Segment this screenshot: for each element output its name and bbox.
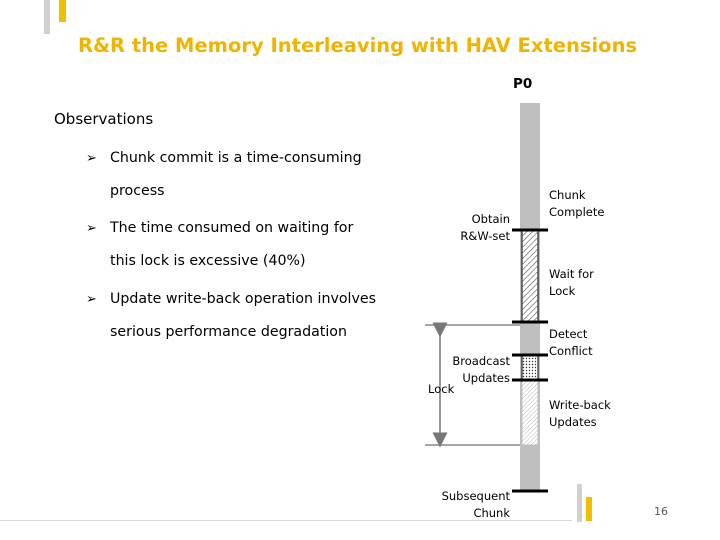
broadcast-updates-label: Broadcast Updates <box>440 353 510 387</box>
processor-p0-label: P0 <box>513 76 533 92</box>
observations-heading: Observations <box>54 110 154 128</box>
lock-label: Lock <box>428 382 455 396</box>
bullet-2-line-1: The time consumed on waiting for <box>110 220 354 236</box>
write-back-label: Write-back Updates <box>549 397 611 431</box>
arrow-bullet-icon: ➢ <box>86 292 97 307</box>
bullet-item-1: ➢ Chunk commit is a time-consuming proces… <box>86 142 426 207</box>
decor-bar-gray-bottom <box>577 484 582 522</box>
subsequent-line-2: Chunk <box>473 506 510 520</box>
decor-bar-yellow-top <box>59 0 66 22</box>
obtain-rw-set-label: Obtain R&W-set <box>440 211 510 245</box>
broadcast-line-1: Broadcast <box>452 354 510 368</box>
chunk-complete-line-2: Complete <box>549 205 605 219</box>
page-number: 16 <box>654 505 668 518</box>
decor-bar-yellow-bottom <box>586 497 592 521</box>
slide-title: R&R the Memory Interleaving with HAV Ext… <box>78 34 638 57</box>
bullet-1-line-2: process <box>110 183 165 199</box>
decor-bar-gray-top <box>44 0 50 34</box>
write-back-segment <box>522 380 538 445</box>
arrow-bullet-icon: ➢ <box>86 151 97 166</box>
detect-conflict-line-2: Conflict <box>549 344 593 358</box>
bullet-3-line-1: Update write-back operation involves <box>110 291 377 307</box>
wait-for-lock-label: Wait for Lock <box>549 266 594 300</box>
bullet-item-3: ➢ Update write-back operation involves se… <box>86 283 426 348</box>
arrow-bullet-icon: ➢ <box>86 221 97 236</box>
subsequent-line-1: Subsequent <box>441 489 510 503</box>
footer-divider <box>0 520 572 521</box>
wait-for-lock-line-1: Wait for <box>549 267 594 281</box>
wait-for-lock-line-2: Lock <box>549 284 576 298</box>
bullet-2-line-2: this lock is excessive (40%) <box>110 253 306 269</box>
write-back-line-1: Write-back <box>549 398 611 412</box>
write-back-line-2: Updates <box>549 415 597 429</box>
subsequent-chunk-label: Subsequent Chunk <box>420 488 510 522</box>
bullet-3-line-2: serious performance degradation <box>110 324 347 340</box>
chunk-complete-label: Chunk Complete <box>549 187 604 221</box>
chunk-complete-line-1: Chunk <box>549 188 586 202</box>
obtain-line-2: R&W-set <box>460 229 510 243</box>
wait-for-lock-segment <box>522 230 538 322</box>
detect-conflict-label: Detect Conflict <box>549 326 593 360</box>
obtain-line-1: Obtain <box>471 212 510 226</box>
bullet-item-2: ➢ The time consumed on waiting for this l… <box>86 212 426 277</box>
broadcast-line-2: Updates <box>462 371 510 385</box>
detect-conflict-line-1: Detect <box>549 327 588 341</box>
detect-conflict-segment <box>522 355 538 380</box>
bullet-1-line-1: Chunk commit is a time-consuming <box>110 150 362 166</box>
